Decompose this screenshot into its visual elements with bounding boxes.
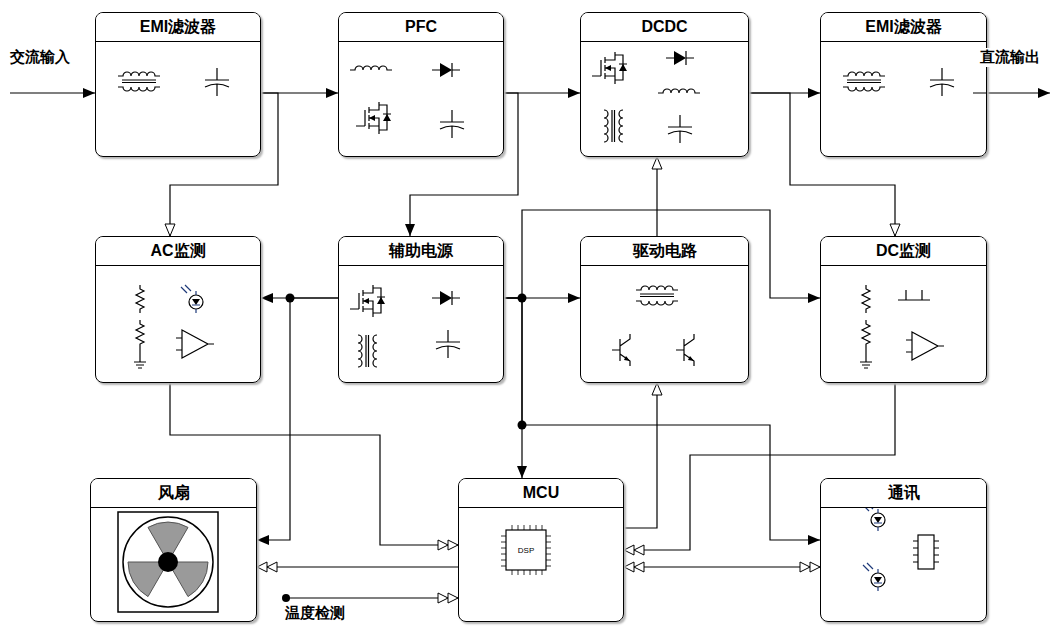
signal-connector (257, 298, 338, 540)
ground-symbol (134, 362, 146, 368)
block-title: MCU (459, 479, 623, 508)
signal-connector (504, 298, 522, 478)
input-arrow (10, 92, 95, 93)
block-box: MCU (458, 478, 624, 622)
inductor-symbol (350, 66, 392, 70)
connector-layer (170, 93, 895, 567)
diode-symbol (666, 51, 694, 65)
block-box: 风扇 (90, 478, 257, 622)
block-title: 驱动电路 (581, 237, 748, 266)
resistor-symbol (136, 285, 144, 313)
block-box: EMI滤波器 (820, 12, 987, 157)
ground-symbol (860, 362, 872, 368)
block-box: AC监测 (95, 236, 261, 383)
mosfet-symbol (350, 285, 385, 317)
block-box: EMI滤波器 (95, 12, 261, 157)
wire (865, 348, 866, 362)
shunt-symbol (898, 290, 930, 300)
block-box: PFC (338, 12, 504, 157)
capacitor-symbol (436, 330, 460, 358)
signal-connector (624, 566, 820, 567)
ic-symbol (913, 535, 939, 569)
block-box: 驱动电路 (580, 236, 749, 383)
block-title: 通讯 (821, 479, 986, 508)
transformer-symbol (604, 110, 623, 142)
wire (139, 348, 140, 362)
capacitor-symbol (668, 115, 692, 143)
chip-pins (501, 525, 551, 575)
optocoupler-symbol (181, 285, 203, 313)
block-title: EMI滤波器 (821, 13, 986, 42)
block-box: DC监测 (820, 236, 987, 383)
fan-ring (123, 517, 213, 607)
block-box: 辅助电源 (338, 236, 504, 383)
resistor-symbol (136, 320, 144, 348)
resistor-symbol (862, 285, 870, 313)
temperature-line (286, 597, 458, 598)
block-title: DC监测 (821, 237, 986, 266)
capacitor-symbol (440, 110, 464, 138)
block-title: PFC (339, 13, 503, 42)
fan-frame (118, 512, 218, 612)
diode-symbol (432, 291, 460, 305)
choke-symbol (843, 72, 885, 91)
block-title: 风扇 (91, 479, 256, 508)
capacitor-symbol (205, 68, 229, 96)
block-box: DCDC (580, 12, 749, 157)
signal-connector (170, 383, 458, 545)
mosfet-symbol (592, 52, 627, 84)
fan-blades (128, 522, 208, 597)
transformer-symbol (358, 335, 377, 367)
fan-hub (158, 552, 178, 572)
resistor-symbol (862, 320, 870, 348)
opamp-symbol (906, 332, 944, 360)
diode-symbol (432, 63, 460, 77)
signal-label: 直流输出 (978, 48, 1042, 67)
optocoupler-symbol (863, 563, 885, 591)
block-title: AC监测 (96, 237, 260, 266)
signal-label: 温度检测 (283, 604, 347, 623)
signal-connector (257, 566, 458, 567)
pnp-transistor-symbol (676, 334, 694, 366)
chip-symbol (506, 530, 546, 570)
signal-connector (624, 383, 895, 550)
npn-transistor-symbol (612, 334, 630, 366)
signal-connector (656, 157, 657, 236)
choke-symbol (118, 72, 160, 91)
opamp-symbol (176, 330, 214, 358)
signal-connector (749, 93, 895, 236)
signal-label: 交流输入 (8, 48, 72, 67)
mosfet-symbol (356, 102, 391, 134)
signal-connector (624, 383, 657, 528)
output-arrow (973, 92, 1050, 93)
block-box: 通讯 (820, 478, 987, 622)
chip-label: DSP (518, 546, 534, 555)
capacitor-symbol (930, 68, 954, 96)
transformer-symbol (636, 286, 678, 305)
inductor-symbol (658, 89, 700, 93)
block-title: 辅助电源 (339, 237, 503, 266)
signal-connector (170, 93, 278, 236)
signal-connector (410, 93, 518, 236)
block-title: DCDC (581, 13, 748, 42)
signal-connector (504, 210, 820, 298)
block-title: EMI滤波器 (96, 13, 260, 42)
